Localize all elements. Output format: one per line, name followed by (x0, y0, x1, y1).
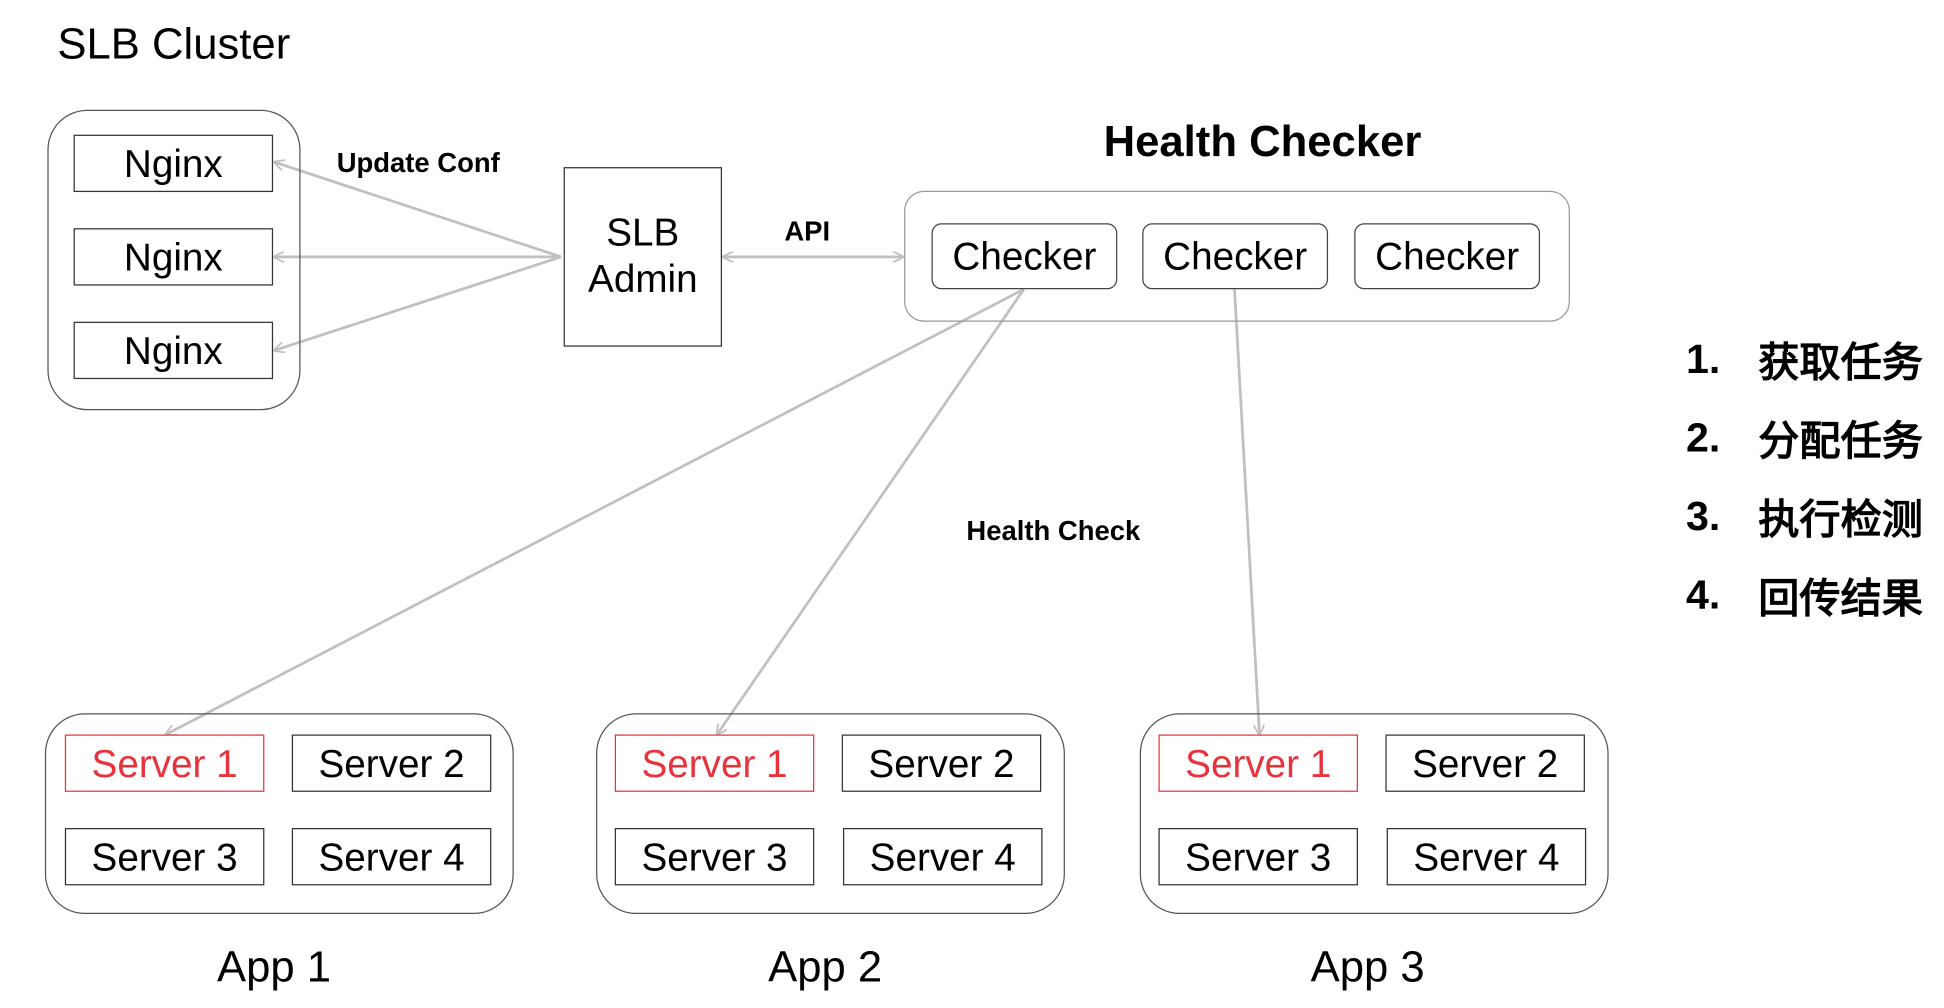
update-conf-label: Update Conf (336, 147, 500, 179)
process-step-3: 3. 执行检测 (1686, 476, 1935, 555)
app-1-group (44, 713, 514, 915)
step-text: 执行检测 (1758, 495, 1923, 542)
nginx-node-2: Nginx (73, 228, 274, 286)
health-checker-title: Health Checker (1103, 117, 1422, 166)
app-2-server-3: Server 3 (614, 828, 815, 886)
app-1-server-4: Server 4 (291, 828, 492, 886)
app-1-server-1: Server 1 (64, 734, 265, 792)
checker-node-2: Checker (1142, 223, 1329, 290)
step-text: 回传结果 (1758, 574, 1923, 621)
step-number: 1. (1685, 334, 1721, 381)
app-1-label: App 1 (216, 942, 332, 992)
update-arrow-nginx-1 (274, 162, 562, 259)
checker-node-3: Checker (1354, 223, 1541, 290)
slb-admin-box: SLB Admin (563, 167, 723, 347)
slb-admin-line-1: SLB (606, 211, 680, 255)
app-1-server-2: Server 2 (291, 734, 492, 792)
app-3-server-2: Server 2 (1385, 734, 1585, 792)
slb-cluster-group (47, 109, 301, 411)
health-check-arrow-app-2 (717, 288, 1025, 734)
step-number: 3. (1685, 491, 1721, 539)
app-1-server-3: Server 3 (64, 828, 265, 886)
health-check-arrow-app-1 (166, 288, 1025, 734)
app-2-server-1: Server 1 (614, 734, 815, 792)
api-label: API (784, 215, 831, 247)
app-2-label: App 2 (768, 942, 883, 992)
app-3-server-4: Server 4 (1386, 828, 1587, 886)
nginx-node-3: Nginx (73, 321, 274, 380)
checker-node-1: Checker (931, 223, 1118, 290)
app-3-group (1139, 713, 1609, 915)
process-step-4: 4. 回传结果 (1686, 555, 1935, 634)
step-text: 获取任务 (1758, 338, 1923, 385)
slb-admin-line-2: Admin (588, 256, 698, 301)
app-3-server-1: Server 1 (1158, 734, 1358, 792)
health-checker-group (904, 190, 1570, 322)
process-step-2: 2. 分配任务 (1686, 398, 1935, 477)
step-text: 分配任务 (1758, 417, 1923, 464)
process-steps-list: 1. 获取任务 2. 分配任务 3. 执行检测 4. 回传结果 (1686, 319, 1935, 633)
health-check-label: Health Check (966, 515, 1141, 547)
step-number: 4. (1685, 570, 1721, 617)
health-check-arrow-app-3 (1233, 289, 1260, 734)
app-2-server-2: Server 2 (841, 734, 1042, 792)
app-2-server-4: Server 4 (842, 828, 1043, 886)
nginx-node-1: Nginx (73, 134, 274, 193)
update-arrow-nginx-3 (274, 255, 562, 351)
process-step-1: 1. 获取任务 (1686, 319, 1935, 398)
app-3-label: App 3 (1310, 942, 1425, 992)
app-3-server-3: Server 3 (1158, 828, 1358, 886)
slb-cluster-title: SLB Cluster (57, 19, 291, 69)
app-2-group (596, 713, 1065, 915)
step-number: 2. (1685, 413, 1721, 460)
